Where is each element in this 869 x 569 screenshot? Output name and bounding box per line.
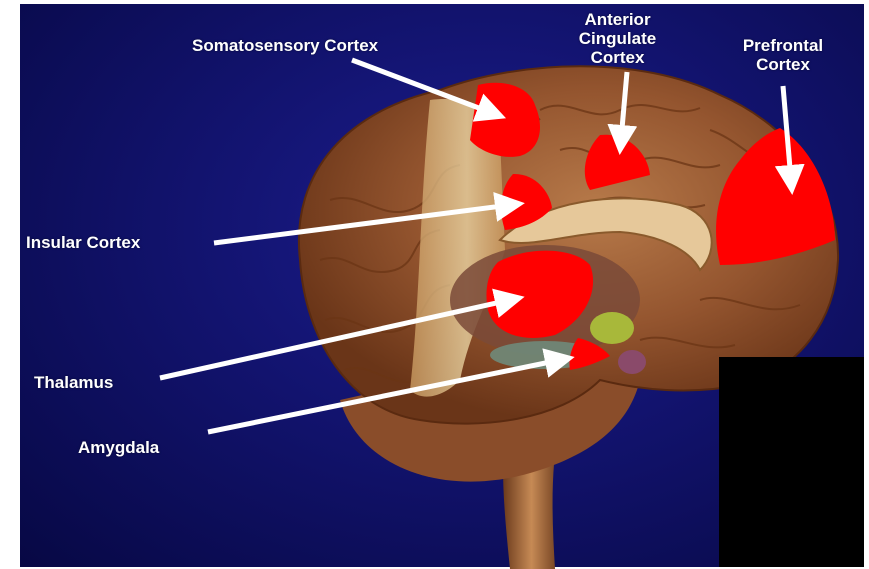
label-insular-cortex: Insular Cortex	[26, 233, 140, 252]
redaction-box	[719, 357, 864, 567]
label-thalamus: Thalamus	[34, 373, 113, 392]
hypothalamus-nucleus	[590, 312, 634, 344]
label-somatosensory-cortex: Somatosensory Cortex	[192, 36, 378, 55]
label-anterior-cingulate-cortex: Anterior Cingulate Cortex	[560, 10, 675, 67]
label-prefrontal-cortex: Prefrontal Cortex	[728, 36, 838, 74]
mammillary-body	[618, 350, 646, 374]
label-amygdala: Amygdala	[78, 438, 159, 457]
